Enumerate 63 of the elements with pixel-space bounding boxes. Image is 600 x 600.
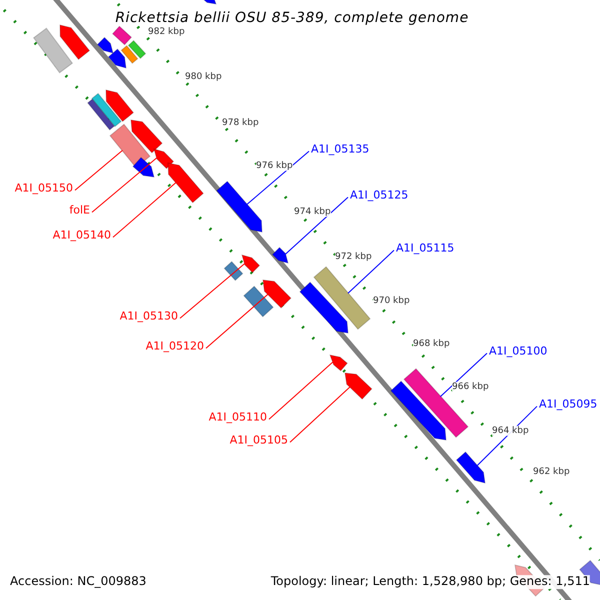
leader-line <box>206 294 268 349</box>
gene-block <box>153 148 174 170</box>
gene-block <box>216 180 263 233</box>
scale-label: 966 kbp <box>452 382 489 392</box>
gene-bar <box>128 40 146 60</box>
leader-line <box>440 352 488 397</box>
gene-label: A1I_05115 <box>396 242 454 256</box>
gene-bar <box>120 45 138 64</box>
gene-block <box>329 354 348 372</box>
gene-label: A1I_05120 <box>146 340 204 354</box>
leader-line <box>92 157 158 213</box>
scale-label: 980 kbp <box>185 72 222 82</box>
gene-block <box>241 254 260 274</box>
scale-label: 972 kbp <box>335 252 372 262</box>
gene-label: A1I_05100 <box>489 346 548 358</box>
gene-label: folE <box>69 204 90 218</box>
gene-label: A1I_05105 <box>230 434 288 448</box>
gene-label: A1I_05135 <box>311 144 370 156</box>
gene-bar <box>87 98 115 131</box>
scale-label: 970 kbp <box>373 296 410 306</box>
gene-block <box>96 36 114 54</box>
gene-block <box>344 372 372 400</box>
accession-text: Accession: NC_009883 <box>10 575 146 589</box>
gene-block <box>456 451 486 484</box>
scale-label: 976 kbp <box>256 160 293 172</box>
title: Rickettsia bellii OSU 85-389, complete genome <box>115 10 469 26</box>
scale-label: 978 kbp <box>222 118 259 128</box>
gene-block <box>130 119 163 154</box>
scale-label: 974 kbp <box>294 206 331 218</box>
gene-block <box>105 89 134 122</box>
leader-line <box>290 386 350 443</box>
gene-label: A1I_05130 <box>120 310 178 324</box>
scale-label: 968 kbp <box>413 338 450 350</box>
leader-line <box>246 150 310 205</box>
leader-line <box>348 250 394 294</box>
gene-label: A1I_05125 <box>350 190 408 202</box>
gene-bar <box>243 286 274 318</box>
leader-line <box>285 196 348 255</box>
gene-block <box>299 282 349 334</box>
gene-label: A1I_05095 <box>539 398 598 412</box>
genome-stats-text: Topology: linear; Length: 1,528,980 bp; Genes: 1,511 <box>270 575 590 589</box>
gene-block <box>108 48 127 69</box>
gene-bar <box>313 266 371 330</box>
scale-label: 982 kbp <box>148 26 185 38</box>
gene-bar <box>403 368 469 438</box>
gene-block <box>132 156 155 178</box>
gene-block <box>272 246 289 264</box>
gene-block <box>59 24 90 60</box>
leader-line <box>180 263 245 319</box>
leader-line <box>74 150 123 191</box>
scale-label: 964 kbp <box>492 426 529 436</box>
gene-label: A1I_05140 <box>52 230 111 242</box>
leader-line <box>268 361 334 420</box>
gene-label: A1I_05110 <box>208 412 267 424</box>
leader-line <box>112 182 176 238</box>
gene-bar <box>224 260 244 282</box>
scale-label: 962 kbp <box>533 466 570 478</box>
gene-bar <box>91 92 122 128</box>
gene-bar <box>32 28 74 74</box>
gene-label: A1I_05150 <box>14 182 73 196</box>
gene-block <box>167 162 204 204</box>
gene-block <box>390 380 447 441</box>
gene-block <box>262 279 292 309</box>
